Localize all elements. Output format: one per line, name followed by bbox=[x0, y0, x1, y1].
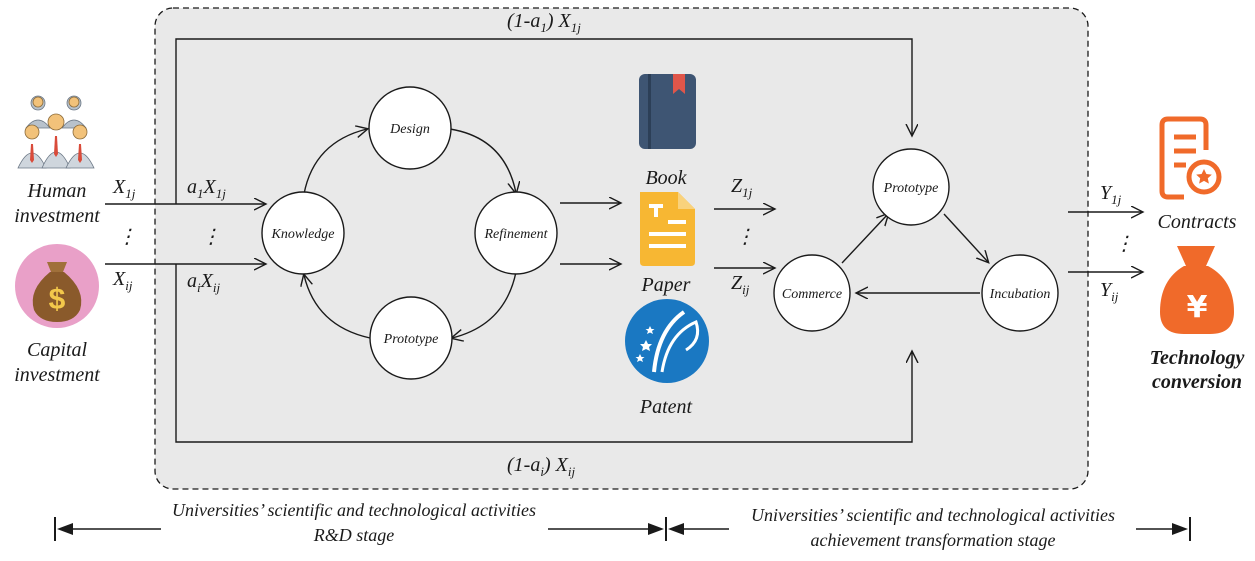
node-commerce-label: Commerce bbox=[782, 287, 842, 302]
rd-stage-line2: R&D stage bbox=[313, 525, 395, 545]
capital-investment-icon: $ bbox=[15, 244, 99, 328]
paper-icon bbox=[640, 192, 695, 266]
rd-stage-line1: Universities’ scientific and technologic… bbox=[172, 500, 536, 520]
cycle-arc-refinement-prototype bbox=[452, 271, 517, 338]
top-bypass-label: (1-a1) X1j bbox=[507, 10, 581, 35]
paper-label: Paper bbox=[641, 274, 691, 296]
contracts-star-icon bbox=[1196, 169, 1212, 184]
svg-text:$: $ bbox=[49, 283, 66, 316]
money-bag-icon: ¥ bbox=[1160, 246, 1234, 334]
capital-label-line1: Capital bbox=[27, 339, 87, 361]
z1-label: Z1j bbox=[731, 175, 753, 200]
top-bypass-line bbox=[175, 38, 912, 204]
weight-dots: ⋮ bbox=[201, 226, 221, 248]
contracts-label: Contracts bbox=[1158, 211, 1237, 233]
z-dots: ⋮ bbox=[735, 226, 755, 248]
node-refinement-label: Refinement bbox=[484, 227, 549, 242]
tech-label-line2: conversion bbox=[1152, 371, 1242, 393]
book-icon bbox=[639, 74, 696, 149]
node-design-label: Design bbox=[389, 122, 430, 137]
human-label-line2: investment bbox=[14, 205, 100, 227]
node-knowledge-label: Knowledge bbox=[271, 227, 335, 242]
yi-label: Yij bbox=[1100, 279, 1119, 304]
zi-label: Zij bbox=[731, 272, 750, 297]
book-label: Book bbox=[645, 167, 687, 189]
at-stage-line1: Universities’ scientific and technologic… bbox=[751, 505, 1115, 525]
weight-ai-label: aiXij bbox=[187, 270, 220, 295]
at-stage-span bbox=[668, 517, 1191, 541]
y1-label: Y1j bbox=[1100, 182, 1122, 207]
cycle-arc-knowledge-design bbox=[303, 129, 367, 195]
node-rd-prototype: Prototype bbox=[369, 296, 453, 380]
capital-label-line2: investment bbox=[14, 364, 100, 386]
node-trans-prototype-label: Prototype bbox=[883, 181, 939, 196]
node-incubation-label: Incubation bbox=[989, 287, 1051, 302]
node-refinement: Refinement bbox=[474, 191, 558, 275]
human-label-line1: Human bbox=[27, 180, 87, 202]
bottom-bypass-label: (1-ai) Xij bbox=[507, 454, 575, 479]
node-knowledge: Knowledge bbox=[261, 191, 345, 275]
cycle-arc-design-refinement bbox=[449, 128, 516, 193]
patent-icon bbox=[625, 299, 709, 383]
edge-commerce-prototype bbox=[841, 214, 888, 264]
patent-label: Patent bbox=[639, 396, 693, 418]
weight-a1-label: a1X1j bbox=[187, 176, 226, 201]
edge-prototype-incubation bbox=[943, 213, 988, 262]
cycle-arc-prototype-knowledge bbox=[304, 275, 371, 339]
rd-stage-span bbox=[54, 517, 667, 541]
node-rd-prototype-label: Prototype bbox=[383, 332, 439, 347]
tech-label-line1: Technology bbox=[1150, 347, 1245, 369]
y-dots: ⋮ bbox=[1114, 233, 1134, 255]
node-design: Design bbox=[368, 86, 452, 170]
human-investment-icon bbox=[17, 95, 95, 169]
contracts-icon bbox=[1159, 116, 1222, 200]
node-commerce: Commerce bbox=[773, 254, 851, 332]
svg-text:¥: ¥ bbox=[1187, 290, 1208, 325]
node-incubation: Incubation bbox=[981, 254, 1059, 332]
at-stage-line2: achievement transformation stage bbox=[811, 530, 1056, 550]
input-dots: ⋮ bbox=[117, 226, 137, 248]
input-xi-label: Xij bbox=[112, 268, 133, 293]
bottom-bypass-line bbox=[175, 264, 912, 443]
input-x1-label: X1j bbox=[112, 176, 136, 201]
node-trans-prototype: Prototype bbox=[872, 148, 950, 226]
